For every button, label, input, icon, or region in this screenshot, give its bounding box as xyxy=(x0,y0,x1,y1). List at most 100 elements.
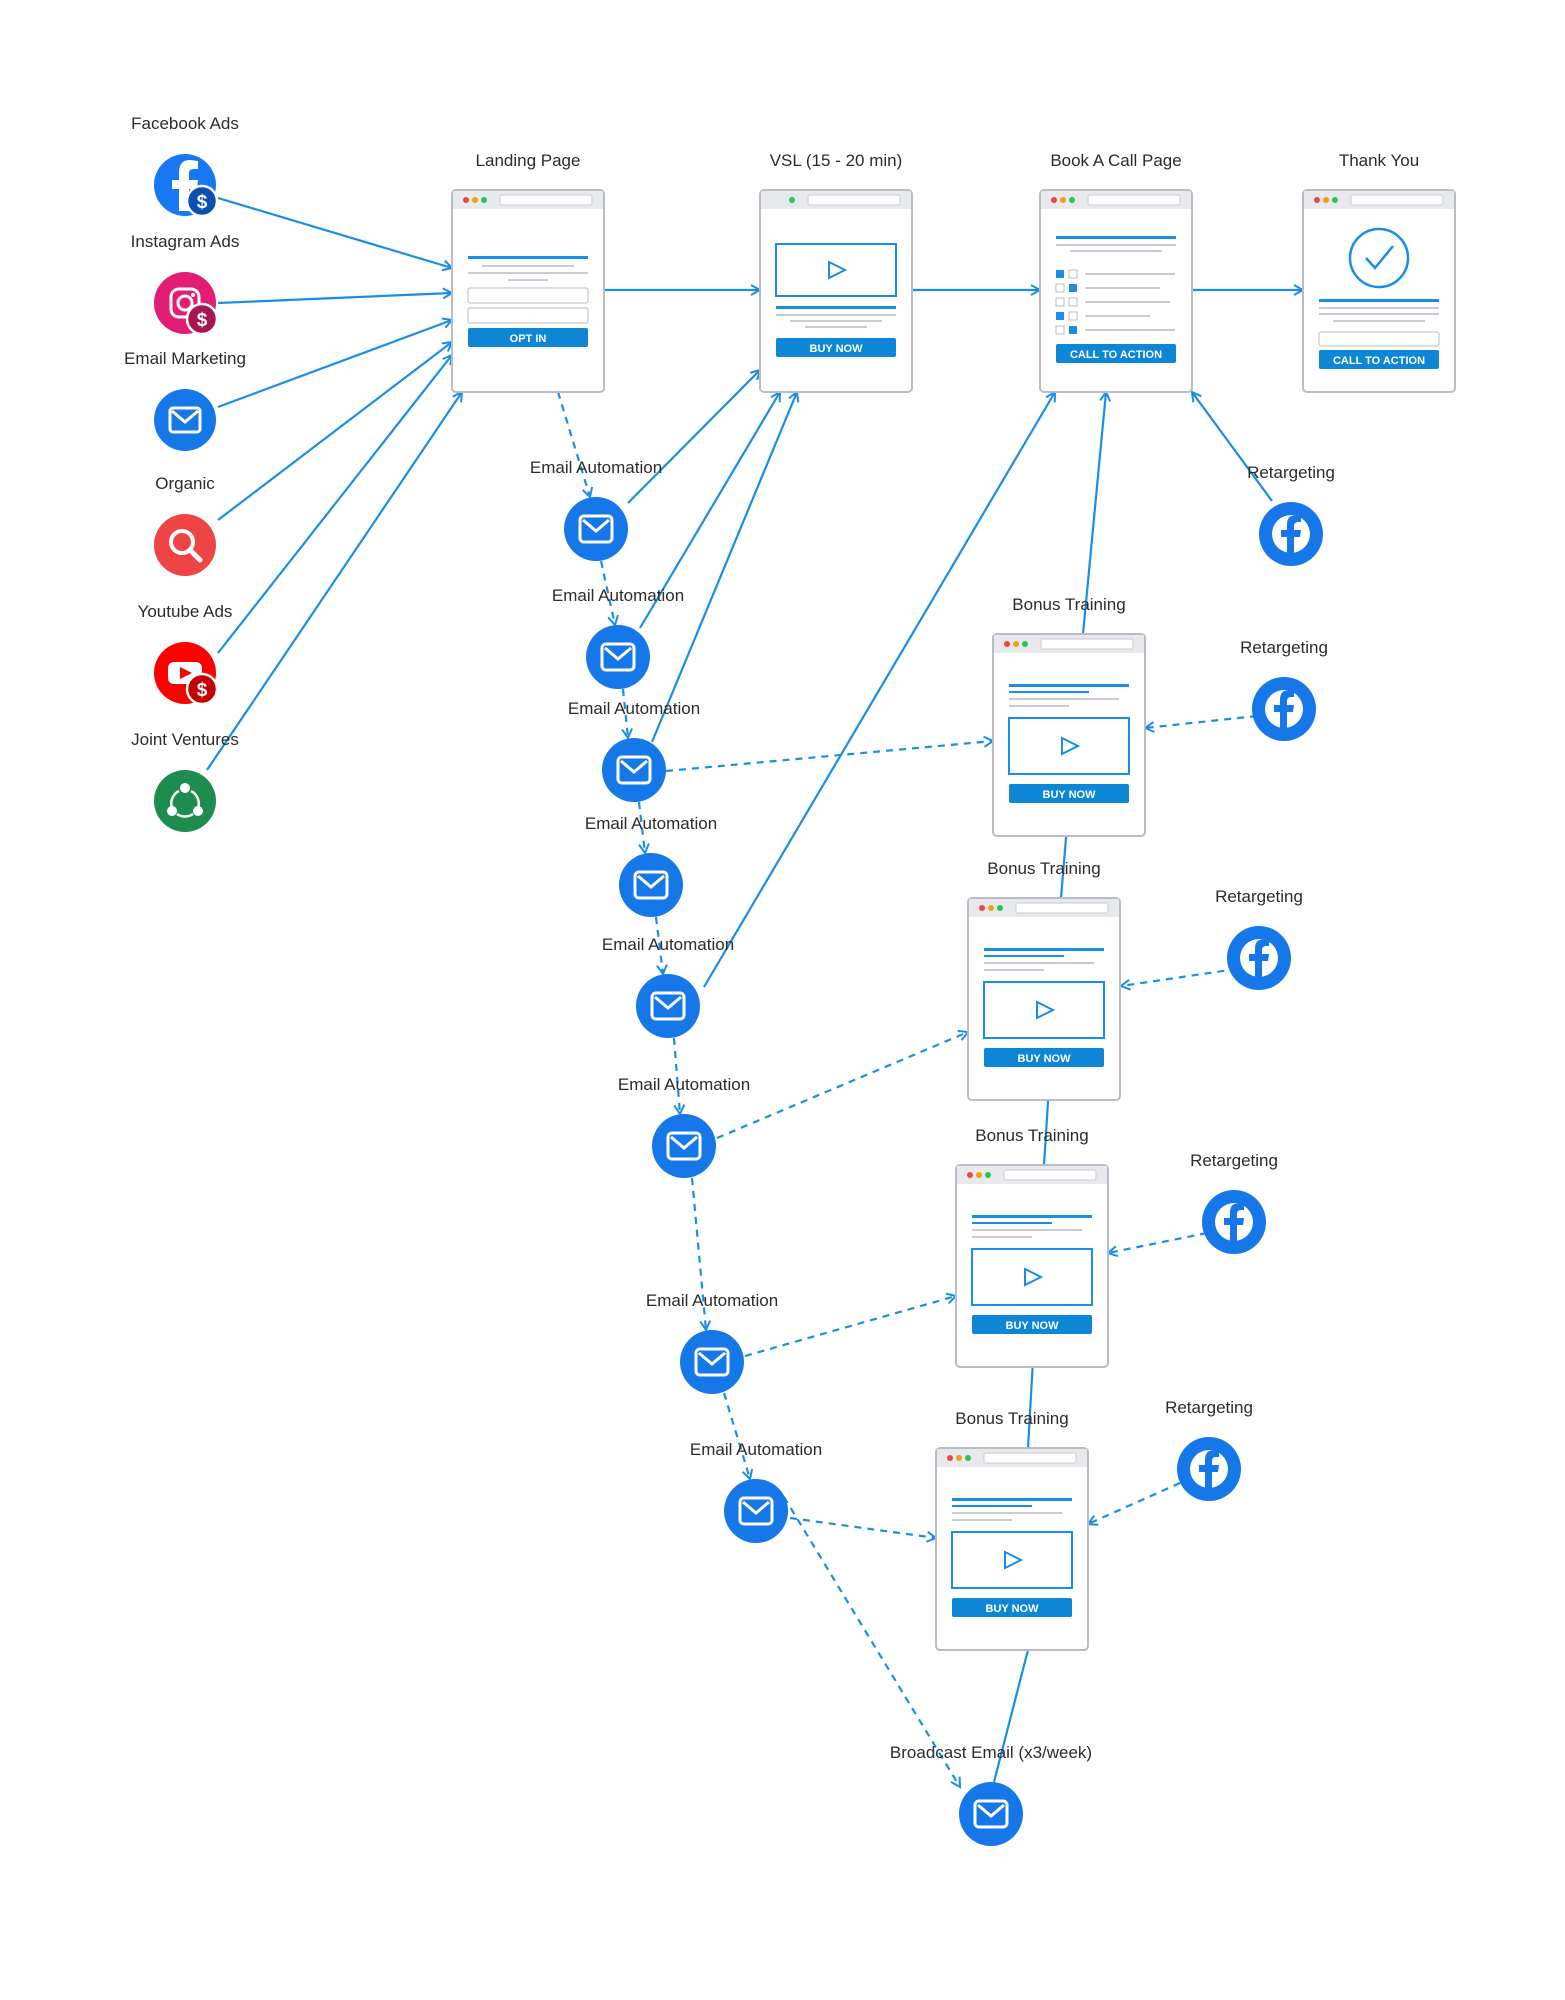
page-title: VSL (15 - 20 min) xyxy=(770,151,903,170)
source-email-marketing[interactable]: Email Marketing xyxy=(124,349,246,451)
buy-now-button[interactable] xyxy=(984,1048,1104,1067)
retargeting-node[interactable]: Retargeting xyxy=(1215,887,1303,990)
vsl-page-node[interactable]: VSL (15 - 20 min) BUY NOW xyxy=(759,151,913,393)
call-to-action-button[interactable] xyxy=(1056,344,1176,363)
email-automation-node[interactable]: Email Automation xyxy=(568,699,700,802)
source-facebook-ads[interactable]: Facebook Ads $ xyxy=(131,114,239,218)
connector-line xyxy=(1145,714,1258,728)
broadcast-label: Broadcast Email (x3/week) xyxy=(890,1743,1092,1762)
connector-line xyxy=(1192,392,1273,502)
connector-line xyxy=(217,196,452,268)
connector-line xyxy=(789,1516,936,1538)
page-title: Landing Page xyxy=(476,151,581,170)
source-instagram-ads[interactable]: Instagram Ads $ xyxy=(131,232,240,336)
retargeting-nodes: RetargetingRetargetingRetargetingRetarge… xyxy=(1165,463,1335,1501)
svg-text:BUY NOW: BUY NOW xyxy=(986,1603,1040,1615)
connector-line xyxy=(1108,1231,1208,1253)
svg-text:CALL TO ACTION: CALL TO ACTION xyxy=(1070,349,1162,361)
connector-line xyxy=(217,342,452,521)
connector-line xyxy=(722,1392,750,1479)
connector-line xyxy=(206,392,462,771)
opt-in-button[interactable] xyxy=(468,328,588,347)
buy-now-button[interactable] xyxy=(1009,784,1129,803)
retargeting-label: Retargeting xyxy=(1240,638,1328,657)
email-automation-node[interactable]: Email Automation xyxy=(618,1075,750,1178)
facebook-icon xyxy=(1177,1437,1241,1501)
buy-now-button[interactable] xyxy=(952,1598,1072,1617)
connector-line xyxy=(217,320,452,409)
email-automation-node[interactable]: Email Automation xyxy=(552,586,684,689)
source-label: Facebook Ads xyxy=(131,114,239,133)
svg-text:$: $ xyxy=(197,680,208,701)
facebook-dollar-icon: $ xyxy=(154,154,219,218)
search-icon xyxy=(154,514,216,576)
facebook-icon xyxy=(1252,677,1316,741)
email-automation-label: Email Automation xyxy=(552,586,684,605)
share-network-icon xyxy=(154,770,216,832)
connector-line xyxy=(992,1649,1030,1783)
email-automation-node[interactable]: Email Automation xyxy=(646,1291,778,1394)
mail-icon xyxy=(602,738,666,802)
thank-you-page-node[interactable]: Thank You CALL TO ACTION xyxy=(1302,151,1456,393)
buy-now-button[interactable] xyxy=(972,1315,1092,1334)
email-automation-label: Email Automation xyxy=(646,1291,778,1310)
connector-line xyxy=(556,391,590,497)
retargeting-node[interactable]: Retargeting xyxy=(1240,638,1328,741)
facebook-icon xyxy=(1227,926,1291,990)
connector-lines xyxy=(206,196,1303,1787)
svg-text:BUY NOW: BUY NOW xyxy=(1006,1320,1060,1332)
connector-line xyxy=(744,1296,956,1358)
mail-icon xyxy=(652,1114,716,1178)
retargeting-node[interactable]: Retargeting xyxy=(1165,1398,1253,1501)
page-title: Bonus Training xyxy=(975,1126,1088,1145)
email-automation-node[interactable]: Email Automation xyxy=(690,1440,822,1543)
mail-icon xyxy=(680,1330,744,1394)
connector-line xyxy=(1121,965,1251,986)
connector-line xyxy=(703,392,1055,988)
page-title: Book A Call Page xyxy=(1050,151,1181,170)
connector-line xyxy=(217,355,452,654)
mail-icon xyxy=(564,497,628,561)
connector-line xyxy=(650,392,797,743)
source-organic[interactable]: Organic xyxy=(154,474,216,576)
landing-page-node[interactable]: Landing Page OPT IN xyxy=(451,151,605,393)
broadcast-email-node[interactable]: Broadcast Email (x3/week) xyxy=(890,1743,1092,1846)
connector-line xyxy=(783,1496,960,1787)
connector-line xyxy=(217,293,452,305)
call-to-action-button[interactable] xyxy=(1319,350,1439,369)
source-youtube-ads[interactable]: Youtube Ads $ xyxy=(138,602,233,706)
mail-icon xyxy=(636,974,700,1038)
email-automation-label: Email Automation xyxy=(585,814,717,833)
book-call-page-node[interactable]: Book A Call Page CALL TO ACTION xyxy=(1039,151,1193,393)
source-joint-ventures[interactable]: Joint Ventures xyxy=(131,730,239,832)
email-automation-node[interactable]: Email Automation xyxy=(602,935,734,1038)
email-automation-node[interactable]: Email Automation xyxy=(530,458,662,561)
email-automation-node[interactable]: Email Automation xyxy=(585,814,717,917)
page-title: Bonus Training xyxy=(955,1409,1068,1428)
source-label: Instagram Ads xyxy=(131,232,240,251)
mail-icon xyxy=(586,625,650,689)
svg-text:CALL TO ACTION: CALL TO ACTION xyxy=(1333,355,1425,367)
buy-now-button[interactable] xyxy=(776,338,896,357)
instagram-dollar-icon: $ xyxy=(154,272,219,336)
connector-line xyxy=(639,392,780,629)
retargeting-label: Retargeting xyxy=(1165,1398,1253,1417)
source-label: Joint Ventures xyxy=(131,730,239,749)
connector-line xyxy=(654,916,663,974)
email-automation-label: Email Automation xyxy=(530,458,662,477)
connector-line xyxy=(637,801,645,853)
retargeting-node[interactable]: Retargeting xyxy=(1190,1151,1278,1254)
svg-text:$: $ xyxy=(197,192,208,213)
connector-line xyxy=(599,560,615,625)
retargeting-node[interactable]: Retargeting xyxy=(1247,463,1335,566)
svg-text:$: $ xyxy=(197,310,208,331)
checkmark-icon xyxy=(1348,227,1410,289)
svg-text:BUY NOW: BUY NOW xyxy=(810,343,864,355)
